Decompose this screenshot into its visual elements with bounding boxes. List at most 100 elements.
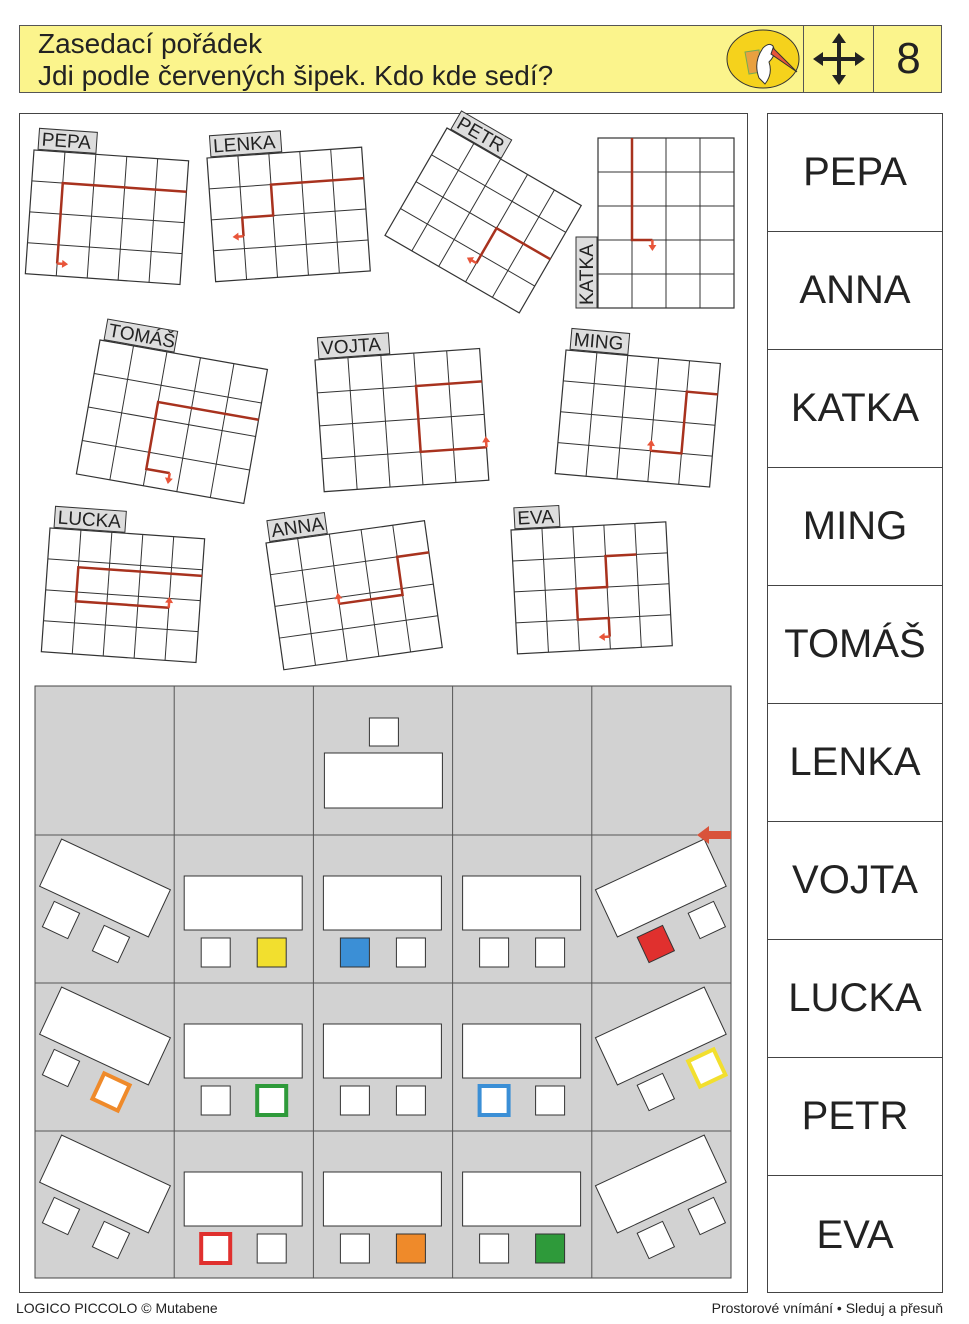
grid-line [27, 242, 183, 255]
header: Zasedací pořádek Jdi podle červených šip… [19, 25, 942, 93]
grid-line [512, 552, 668, 562]
grid-line [82, 439, 250, 471]
chair-seat [41, 1048, 81, 1088]
student-desk [594, 986, 727, 1086]
student-chair [535, 1233, 566, 1264]
path-arrow-icon [646, 439, 655, 451]
name-card[interactable]: ANNA [768, 232, 942, 350]
name-card[interactable]: VOJTA [768, 822, 942, 940]
student-chair [395, 1085, 426, 1116]
path-arrow-icon [482, 436, 491, 448]
grid-label-text: EVA [517, 507, 555, 530]
arrow-head [334, 592, 343, 600]
grid-label-box [316, 332, 391, 360]
grid-line [88, 406, 256, 437]
grid-line [29, 211, 185, 224]
student-chair [636, 924, 676, 964]
name-card[interactable]: LUCKA [768, 940, 942, 1058]
student-desk [322, 1023, 442, 1079]
desk-top [38, 986, 172, 1086]
name-card[interactable]: PEPA [768, 114, 942, 232]
grid-label-box [513, 504, 561, 530]
arrow-head [646, 439, 655, 447]
grid-line [45, 589, 201, 602]
student-chair [255, 1084, 289, 1117]
grid-label-box [53, 505, 127, 533]
name-card[interactable]: MING [768, 468, 942, 586]
student-chair [687, 900, 727, 940]
student-desk [462, 1171, 582, 1227]
grid-label: PEPA [37, 127, 98, 154]
arrow-head [466, 257, 475, 265]
grid-label: MING [569, 327, 631, 355]
name-card[interactable]: TOMÁŠ [768, 586, 942, 704]
student-chair [479, 1233, 510, 1264]
red-path [650, 390, 718, 455]
name-card[interactable]: PETR [768, 1058, 942, 1176]
chair-seat [41, 900, 81, 940]
stork-with-scarf-icon [723, 26, 803, 92]
student-chair [339, 1085, 370, 1116]
path-grid: VOJTA [314, 332, 491, 493]
student-desk [183, 1171, 303, 1227]
arrow-head [648, 245, 657, 251]
name-card[interactable]: LENKA [768, 704, 942, 822]
student-chair [395, 1233, 426, 1264]
footer-topic: Prostorové vnímání • Sleduj a přesuň [711, 1300, 943, 1316]
arrow-shape [697, 826, 731, 844]
red-path [339, 551, 430, 606]
arrow-head [232, 232, 239, 241]
grid-label-box [575, 236, 598, 309]
chair-seat [89, 1070, 133, 1114]
student-chair [256, 1233, 287, 1264]
grid-line [560, 411, 716, 426]
path-arrow-icon [598, 632, 610, 641]
chair-seat [91, 1220, 131, 1260]
desk-top [594, 838, 727, 938]
chair-seat [41, 1196, 81, 1236]
student-chair [636, 1220, 676, 1260]
desk-top [38, 1134, 172, 1234]
student-chair [479, 937, 510, 968]
grid-line [557, 442, 713, 457]
grid-label-text: MING [573, 330, 624, 355]
arrow-head [482, 436, 491, 443]
student-desk [462, 1023, 582, 1079]
student-chair [41, 900, 81, 940]
grid-label: EVA [513, 504, 561, 530]
path-arrow-icon [164, 472, 173, 484]
grid-line [274, 583, 434, 607]
grid-line [213, 239, 369, 252]
desk-top [38, 838, 172, 938]
path-arrow-icon [466, 257, 478, 265]
student-chair [200, 937, 231, 968]
student-desk [183, 1023, 303, 1079]
grid-line [211, 208, 366, 221]
student-chair [339, 1233, 370, 1264]
grid-label-box [450, 110, 513, 159]
path-grid: KATKA [575, 137, 735, 309]
desk-top [594, 1134, 727, 1234]
grid-label: LUCKA [53, 505, 127, 533]
grid-label: KATKA [575, 236, 598, 309]
student-chair [535, 1085, 566, 1116]
name-card[interactable]: EVA [816, 1212, 894, 1257]
student-chair [41, 1196, 81, 1236]
grid-line [47, 558, 203, 571]
name-card[interactable]: KATKA [768, 350, 942, 468]
arrow-head [61, 259, 69, 268]
chair-seat [636, 924, 676, 964]
red-path [144, 400, 259, 475]
grid-label-box [569, 327, 631, 355]
student-chair [89, 1070, 133, 1114]
path-grid: EVA [510, 504, 673, 655]
path-grid: LENKA [206, 130, 371, 283]
footer-publisher: LOGICO PICCOLO © Mutabene [16, 1300, 218, 1316]
grid-label-box [37, 127, 98, 154]
student-chair [91, 1220, 131, 1260]
grid-label-text: VOJTA [321, 334, 382, 359]
student-desk [594, 838, 727, 938]
student-desk [38, 986, 172, 1086]
